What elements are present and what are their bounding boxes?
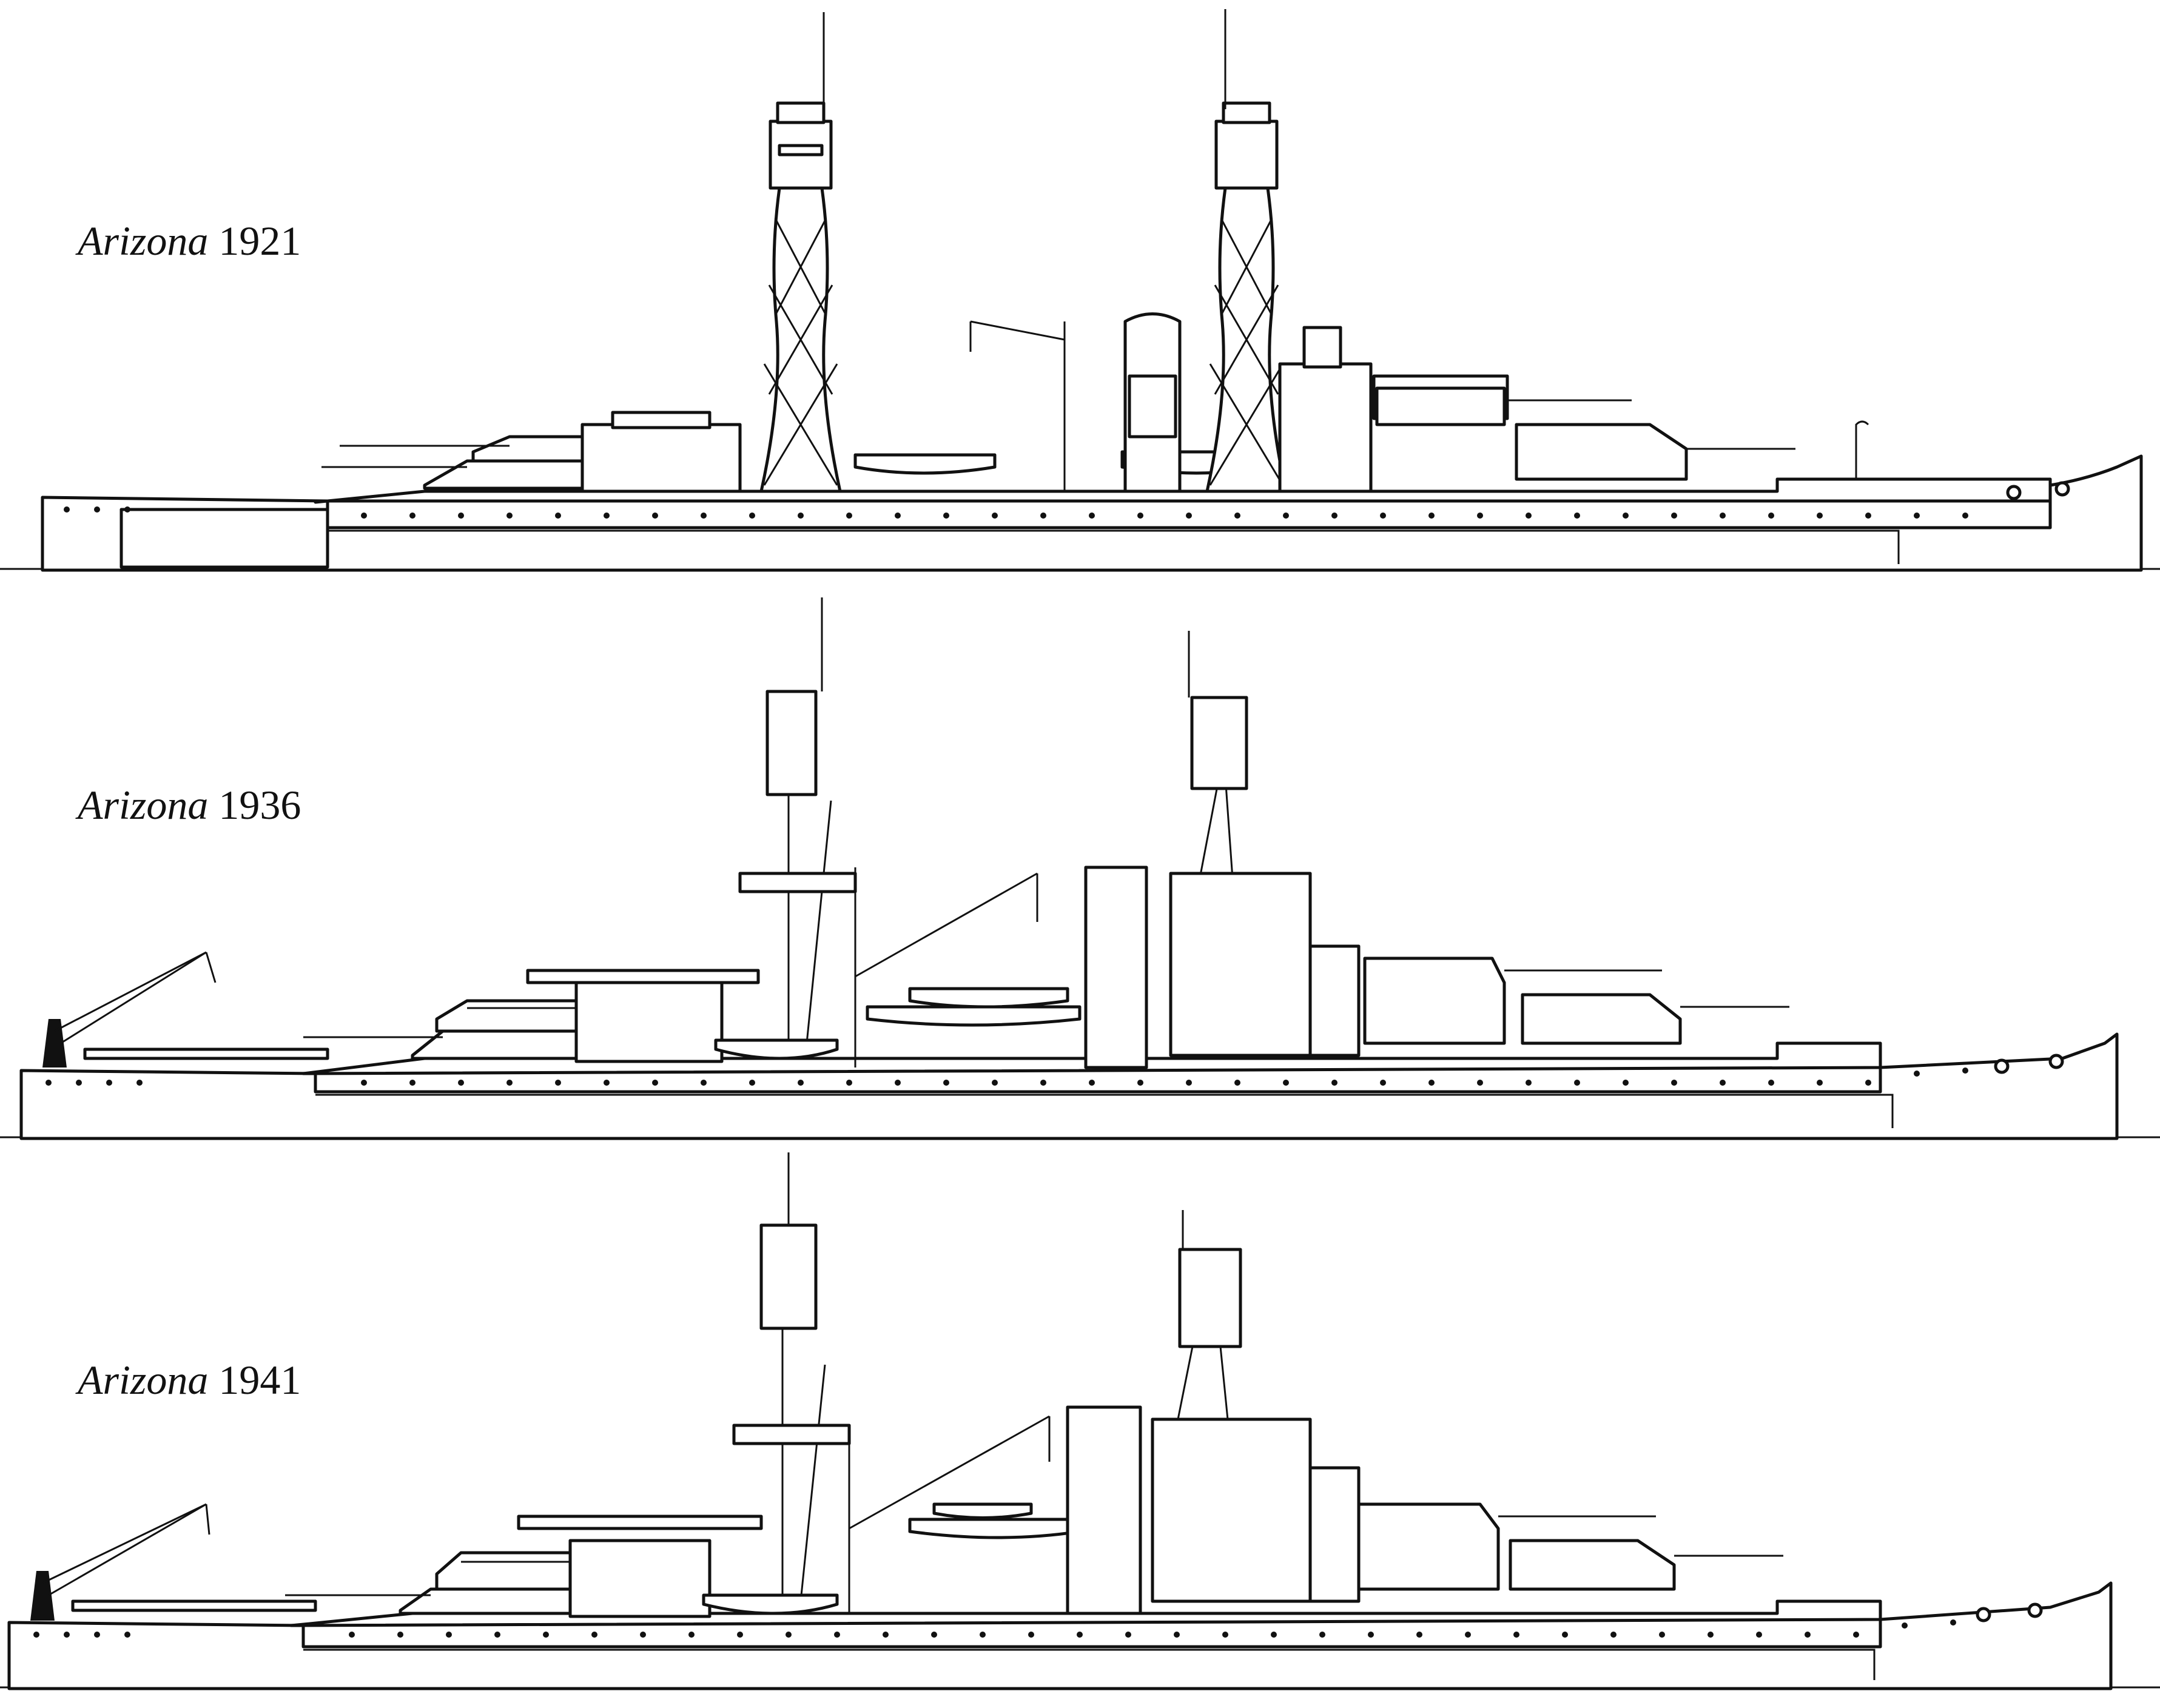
catapult-deck (71, 1599, 317, 1612)
forward-cage-mast (1205, 9, 1288, 493)
hull (7, 1581, 2113, 1690)
funnel-band (1128, 374, 1177, 439)
rangefinder (1302, 326, 1342, 369)
boat-stack (908, 1518, 1082, 1539)
aft-superstructure (568, 1539, 712, 1618)
hawse-pipe (1994, 1058, 2010, 1074)
turret-forward-lower (1521, 993, 1682, 1045)
ship-drawing-1941 (0, 1152, 2160, 1690)
motor-launch (702, 1593, 839, 1615)
forward-bridge (1151, 1417, 1312, 1603)
profile-label-1941: Arizona 1941 (75, 1357, 301, 1403)
profile-1941: Arizona 1941 (0, 1152, 2160, 1690)
turret-forward-upper (1375, 386, 1506, 426)
armor-belt (303, 1649, 1876, 1680)
turret-aft-lower (411, 1029, 578, 1060)
profile-label-1936: Arizona 1936 (75, 782, 301, 828)
aft-tripod-mast (738, 597, 857, 1044)
turret-forward-lower (1515, 423, 1688, 481)
hawse-pipe (2006, 485, 2022, 500)
boat-stack (932, 1502, 1033, 1519)
armor-belt (315, 1094, 1894, 1128)
profile-1936: Arizona 1936 (0, 597, 2160, 1140)
portholes-1921 (64, 506, 1968, 519)
hull (41, 454, 2143, 572)
turret-aft-upper (435, 1551, 578, 1591)
portholes-1936 (45, 1068, 1968, 1086)
hawse-pipe (2027, 1602, 2043, 1618)
ship-drawing-1921 (0, 9, 2160, 572)
ship-name-1941: Arizona (75, 1357, 208, 1403)
profile-label-1921: Arizona 1921 (75, 218, 301, 264)
aircraft-deck (526, 969, 760, 984)
aft-superstructure (580, 423, 742, 493)
hawse-pipe (1976, 1607, 1991, 1622)
ship-year-1941: 1941 (218, 1357, 301, 1403)
ship-name-1936: Arizona (75, 782, 208, 828)
turret-forward-upper (1357, 1502, 1500, 1591)
boat-left (853, 453, 997, 475)
boat-stack (908, 987, 1069, 1009)
stern-crane (42, 951, 217, 1068)
turret-aft-lower (399, 1587, 572, 1615)
funnel (1066, 1405, 1142, 1615)
boat-crane (848, 1415, 1051, 1613)
catapult-deck (83, 1047, 329, 1060)
hawse-pipe (2048, 1054, 2064, 1069)
turret-forward-upper (1363, 957, 1506, 1045)
turret-aft-upper (435, 999, 584, 1033)
aft-superstructure (574, 981, 724, 1063)
portholes-1941 (33, 1619, 1956, 1638)
boat-stack (866, 1005, 1082, 1027)
aft-cage-mast (759, 12, 842, 493)
aft-bridge (611, 411, 712, 429)
motor-launch (714, 1038, 839, 1060)
boat-crane (854, 867, 1038, 1068)
ship-name-1921: Arizona (75, 218, 208, 264)
aircraft-deck (517, 1515, 763, 1530)
turret-forward-lower (1509, 1539, 1676, 1591)
ship-year-1921: 1921 (218, 218, 301, 264)
hawse-pipe (2054, 481, 2070, 497)
forward-tripod-mast (1157, 1210, 1242, 1517)
stern-crane (30, 1503, 210, 1621)
ventilator (1855, 420, 1869, 479)
stern-recess (119, 508, 329, 569)
forward-bridge (1169, 872, 1312, 1057)
aft-tripod-mast (732, 1152, 851, 1602)
boat-crane (969, 320, 1066, 491)
forward-bridge (1278, 362, 1373, 493)
ship-drawing-1936 (0, 597, 2160, 1140)
ship-year-1936: 1936 (218, 782, 301, 828)
armor-belt (328, 530, 1900, 564)
funnel (1084, 866, 1148, 1069)
profile-1921: Arizona 1921 (0, 9, 2160, 572)
bridge-wing (1308, 944, 1361, 1057)
turret-aft-lower (423, 459, 584, 490)
bridge-wing (1308, 1466, 1361, 1603)
